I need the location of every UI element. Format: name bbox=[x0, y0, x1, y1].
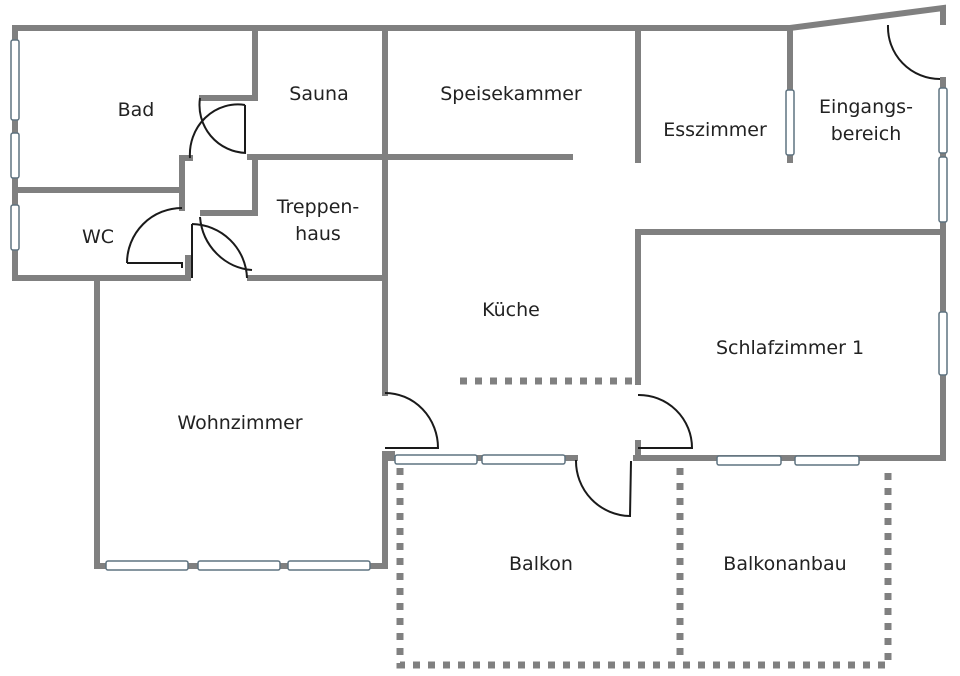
window bbox=[287, 560, 371, 571]
door-kueche-wohn bbox=[384, 392, 440, 449]
wall-top bbox=[12, 4, 946, 31]
room-label-wc: WC bbox=[82, 226, 114, 248]
wall-schlaf bbox=[635, 229, 946, 385]
room-labels: Bad Sauna Speisekammer Esszimmer Eingang… bbox=[82, 83, 913, 575]
windows bbox=[10, 39, 948, 571]
window bbox=[794, 455, 860, 466]
window bbox=[938, 311, 948, 376]
room-label-sauna: Sauna bbox=[289, 83, 348, 105]
wall-bad-sauna bbox=[199, 25, 258, 101]
window bbox=[938, 87, 948, 154]
window bbox=[481, 454, 566, 465]
doors bbox=[126, 24, 941, 518]
window bbox=[394, 454, 478, 465]
window bbox=[716, 455, 782, 466]
window bbox=[10, 204, 20, 251]
room-label-treppenhaus-2: haus bbox=[295, 223, 341, 245]
room-label-treppenhaus-1: Treppen- bbox=[276, 196, 360, 218]
balkon-outline bbox=[396, 468, 892, 669]
room-label-balkonanbau: Balkonanbau bbox=[723, 553, 846, 575]
room-label-eingangsbereich-2: bereich bbox=[831, 123, 902, 145]
room-label-balkon: Balkon bbox=[509, 553, 573, 575]
door-bad bbox=[188, 97, 247, 159]
door-balkon bbox=[574, 459, 632, 518]
room-label-esszimmer: Esszimmer bbox=[663, 119, 767, 141]
door-schlaf bbox=[637, 393, 694, 449]
window bbox=[785, 89, 795, 156]
room-label-speisekammer: Speisekammer bbox=[440, 83, 582, 105]
wall-treppen-left bbox=[200, 154, 258, 216]
dotted-walls bbox=[396, 377, 892, 669]
room-label-wohnzimmer: Wohnzimmer bbox=[177, 412, 302, 434]
door-entrance bbox=[886, 24, 941, 80]
door-wc bbox=[126, 207, 183, 268]
window bbox=[197, 560, 281, 571]
door-treppen bbox=[191, 216, 253, 279]
window bbox=[938, 156, 948, 223]
window bbox=[10, 39, 20, 121]
room-label-schlafzimmer-1: Schlafzimmer 1 bbox=[716, 337, 864, 359]
window bbox=[105, 560, 189, 571]
room-label-eingangsbereich-1: Eingangs- bbox=[819, 96, 913, 118]
window bbox=[10, 132, 20, 179]
room-label-bad: Bad bbox=[118, 99, 155, 121]
room-label-kueche: Küche bbox=[482, 299, 540, 321]
wall-bad-wc bbox=[12, 155, 193, 193]
